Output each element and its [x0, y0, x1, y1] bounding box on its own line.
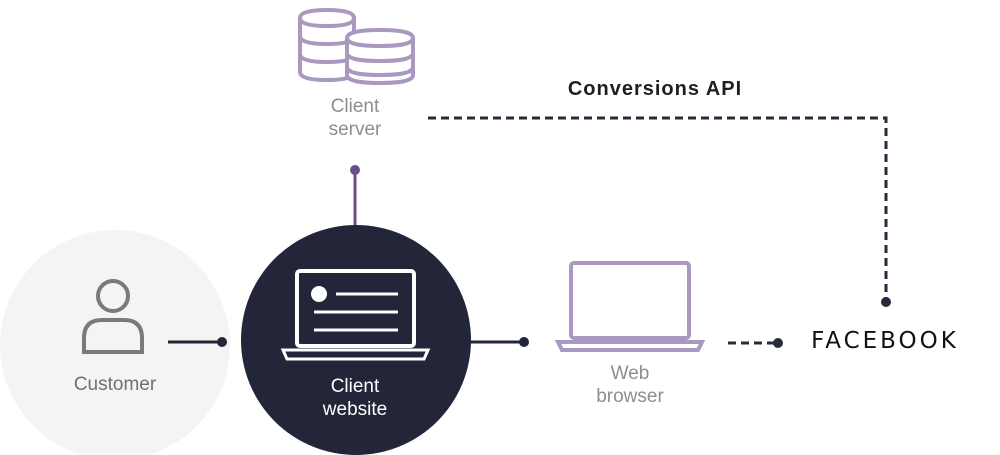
- laptop-webpage-icon: [280, 269, 431, 361]
- customer-label: Customer: [73, 374, 157, 395]
- client-website-label-line1: Client: [330, 376, 380, 397]
- customer-background: [0, 230, 230, 455]
- client-website-label-line2: website: [322, 398, 388, 420]
- browser-facebook-connector: [728, 338, 783, 348]
- laptop-icon: [554, 261, 706, 352]
- web-browser-label: Web browser: [575, 363, 685, 409]
- client-server-label: Client server: [300, 96, 410, 142]
- conversions-api-path: [428, 116, 891, 307]
- client-website-label: Client website: [300, 376, 410, 422]
- website-browser-connector: [470, 337, 529, 347]
- conversions-api-label: Conversions API: [567, 78, 743, 100]
- facebook-wordmark: FACEBOOK: [811, 328, 959, 354]
- server-stack-icon: [298, 7, 415, 86]
- client-server-label-line2: server: [328, 118, 382, 140]
- web-browser-label-line1: Web: [610, 363, 650, 384]
- server-website-connector: [350, 165, 360, 226]
- customer-website-connector: [168, 337, 227, 347]
- web-browser-label-line2: browser: [596, 385, 664, 407]
- client-server-label-line1: Client: [330, 96, 380, 117]
- person-icon: [82, 279, 144, 354]
